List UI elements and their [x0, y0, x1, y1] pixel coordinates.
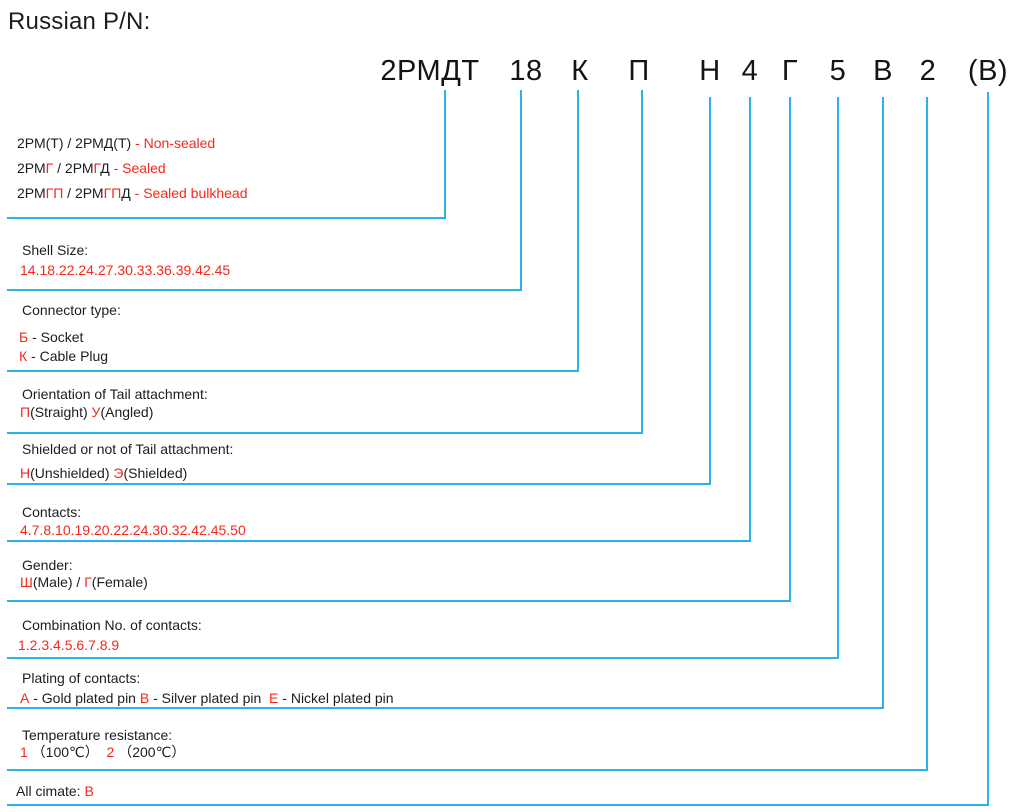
text-segment-red: Э: [113, 465, 124, 481]
text-segment: Д: [100, 160, 114, 176]
text-segment: Plating of contacts:: [22, 670, 141, 686]
text-segment-red: 2: [106, 744, 115, 760]
all-climate-row: All cimate: В: [16, 784, 94, 799]
text-segment: (Shielded): [123, 465, 188, 481]
pn-token-shielded: Н: [699, 55, 721, 87]
pn-token-orientation: П: [628, 55, 650, 87]
text-segment-red: В: [139, 690, 150, 706]
series-row-bulkhead: 2РМГП / 2РМГПД - Sealed bulkhead: [17, 186, 248, 201]
pn-token-contacts: 4: [741, 55, 759, 87]
connector-line-shielded: [7, 97, 711, 485]
text-segment-red: 1: [20, 744, 28, 760]
text-segment: Orientation of Tail attachment:: [22, 386, 208, 402]
shell-size-header: Shell Size:: [22, 243, 88, 258]
text-segment: (Straight): [30, 404, 92, 420]
text-segment-red: Н: [20, 465, 31, 481]
text-segment-red: 4.7.8.10.19.20.22.24.30.32.42.45.50: [20, 522, 246, 538]
text-segment-red: П: [20, 404, 31, 420]
text-segment-red: А: [20, 690, 30, 706]
text-segment: Gender:: [22, 557, 73, 573]
text-segment: 2РМ: [17, 185, 46, 201]
text-segment: Shielded or not of Tail attachment:: [22, 441, 234, 457]
text-segment-red: Б: [19, 329, 29, 345]
text-segment: 2РМ(Т) / 2РМД(Т): [17, 135, 136, 151]
text-segment: （100℃）: [27, 744, 107, 760]
series-row-nonsealed: 2РМ(Т) / 2РМД(Т) - Non-sealed: [17, 136, 215, 151]
text-segment-red: Г: [93, 160, 101, 176]
text-segment-red: - Non-sealed: [135, 135, 216, 151]
pn-token-combination: 5: [829, 55, 847, 87]
pn-token-connector-type: К: [571, 55, 589, 87]
text-segment-red: К: [19, 348, 28, 364]
plating-header: Plating of contacts:: [22, 671, 140, 686]
pn-token-climate: (В): [967, 55, 1009, 87]
combination-header: Combination No. of contacts:: [22, 618, 202, 633]
pn-token-temperature: 2: [919, 55, 937, 87]
text-segment: Shell Size:: [22, 242, 89, 258]
text-segment-red: В: [84, 783, 94, 799]
connector-line-connector-type: [7, 90, 579, 372]
connector-type-plug: К - Cable Plug: [19, 349, 108, 364]
text-segment-red: ГП: [45, 185, 64, 201]
shell-size-values: 14.18.22.24.27.30.33.36.39.42.45: [20, 263, 230, 278]
text-segment: 2РМ: [17, 160, 46, 176]
text-segment: - Cable Plug: [27, 348, 109, 364]
text-segment: (Male) /: [32, 574, 85, 590]
text-segment-red: Е: [269, 690, 279, 706]
orientation-values: П(Straight) У(Angled): [20, 405, 153, 420]
temperature-header: Temperature resistance:: [22, 728, 172, 743]
text-segment: Contacts:: [22, 504, 82, 520]
temperature-values: 1 （100℃） 2 （200℃）: [20, 745, 185, 760]
pn-token-plating: В: [873, 55, 893, 87]
text-segment-red: Г: [84, 574, 92, 590]
text-segment: All cimate:: [16, 783, 85, 799]
connector-type-socket: Б - Socket: [19, 330, 83, 345]
text-segment-red: - Sealed: [113, 160, 166, 176]
text-segment: （200℃）: [114, 744, 186, 760]
shielded-header: Shielded or not of Tail attachment:: [22, 442, 233, 457]
text-segment: (Angled): [100, 404, 154, 420]
plating-values: А - Gold plated pin В - Silver plated pi…: [20, 691, 394, 706]
gender-values: Ш(Male) / Г(Female): [20, 575, 148, 590]
text-segment: (Unshielded): [30, 465, 114, 481]
text-segment: Temperature resistance:: [22, 727, 173, 743]
text-segment: Connector type:: [22, 302, 121, 318]
text-segment: - Silver plated pin: [149, 690, 270, 706]
combination-values: 1.2.3.4.5.6.7.8.9: [18, 638, 119, 653]
text-segment: - Nickel plated pin: [278, 690, 394, 706]
connector-type-header: Connector type:: [22, 303, 121, 318]
orientation-header: Orientation of Tail attachment:: [22, 387, 208, 402]
text-segment-red: 14.18.22.24.27.30.33.36.39.42.45: [20, 262, 231, 278]
page-title: Russian P/N:: [8, 8, 151, 35]
pn-token-shell-size: 18: [509, 55, 543, 87]
text-segment: Д: [121, 185, 135, 201]
text-segment: - Gold plated pin: [29, 690, 140, 706]
text-segment: - Socket: [28, 329, 84, 345]
shielded-values: Н(Unshielded) Э(Shielded): [20, 466, 187, 481]
text-segment-red: У: [91, 404, 101, 420]
text-segment-red: 1.2.3.4.5.6.7.8.9: [18, 637, 120, 653]
text-segment: / 2РМ: [53, 160, 94, 176]
contacts-header: Contacts:: [22, 505, 81, 520]
text-segment-red: Г: [45, 160, 54, 176]
pn-token-series: 2РМДТ: [380, 55, 480, 87]
pn-token-gender: Г: [781, 55, 799, 87]
text-segment-red: ГП: [103, 185, 122, 201]
series-row-sealed: 2РМГ / 2РМГД - Sealed: [17, 161, 166, 176]
contacts-values: 4.7.8.10.19.20.22.24.30.32.42.45.50: [20, 523, 246, 538]
text-segment: (Female): [91, 574, 148, 590]
text-segment: Combination No. of contacts:: [22, 617, 202, 633]
gender-header: Gender:: [22, 558, 73, 573]
text-segment: / 2РМ: [63, 185, 104, 201]
text-segment-red: - Sealed bulkhead: [134, 185, 248, 201]
text-segment-red: Ш: [20, 574, 33, 590]
